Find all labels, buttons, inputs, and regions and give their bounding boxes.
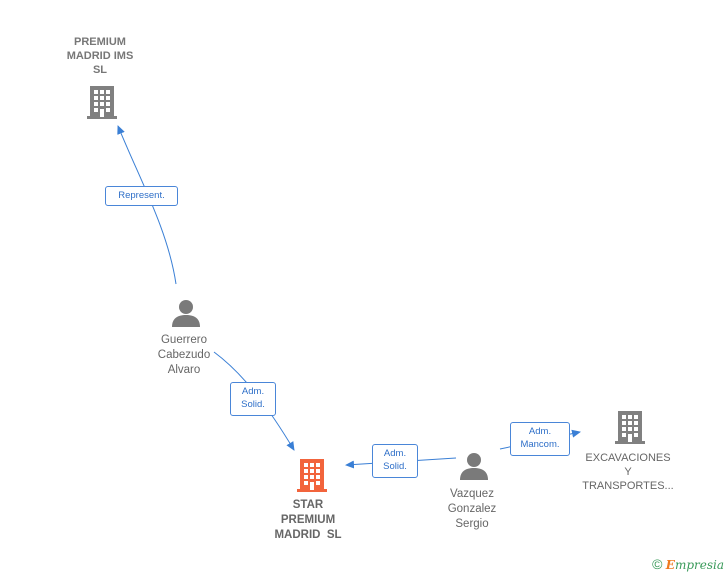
company-label: STAR PREMIUM MADRID SL bbox=[274, 499, 342, 541]
building-icon bbox=[297, 459, 327, 492]
brand-name: mpresia bbox=[674, 558, 724, 572]
edge-label-adm-solid-vazquez[interactable]: Adm. Solid. bbox=[372, 444, 418, 478]
person-label: Guerrero Cabezudo Alvaro bbox=[157, 334, 211, 376]
empresia-logo: © Empresia bbox=[652, 556, 724, 572]
person-label: Vazquez Gonzalez Sergio bbox=[447, 488, 497, 530]
edge-label-represent[interactable]: Represent. bbox=[105, 186, 178, 206]
edge-label-adm-mancom[interactable]: Adm. Mancom. bbox=[510, 422, 570, 456]
building-icon bbox=[87, 86, 117, 119]
building-icon bbox=[615, 411, 645, 444]
edge-label-adm-solid-guerrero[interactable]: Adm. Solid. bbox=[230, 382, 276, 416]
company-label: EXCAVACIONES Y TRANSPORTES... bbox=[582, 452, 674, 492]
company-label: PREMIUM MADRID IMS SL bbox=[66, 36, 134, 76]
brand-initial: E bbox=[665, 558, 675, 572]
person-icon bbox=[172, 300, 200, 327]
copyright-symbol: © bbox=[652, 556, 663, 572]
person-icon bbox=[460, 453, 488, 480]
